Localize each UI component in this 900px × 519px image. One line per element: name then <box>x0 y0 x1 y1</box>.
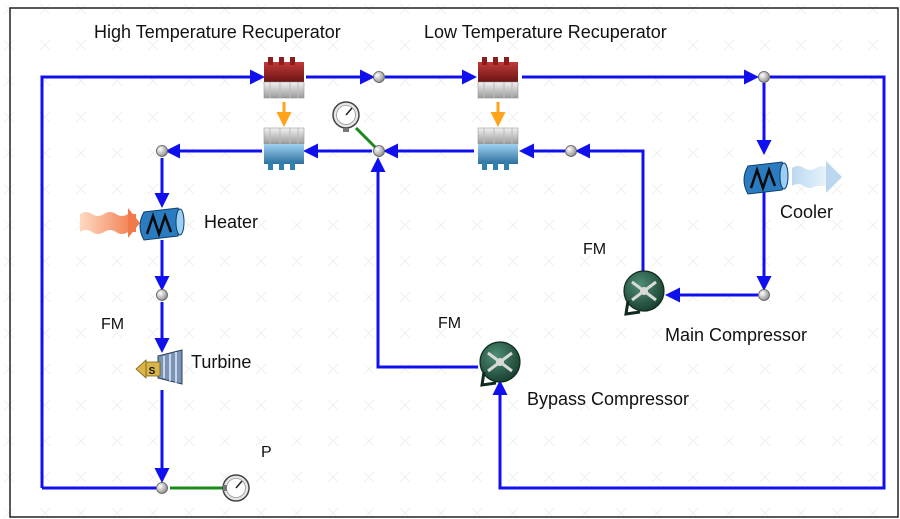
bypass-compressor[interactable] <box>479 341 521 387</box>
htr-label: High Temperature Recuperator <box>94 22 341 42</box>
stream-node[interactable] <box>373 71 385 83</box>
turbine-icon: S <box>135 349 183 385</box>
heater-coil-icon <box>139 207 185 241</box>
pipe-turbine-exhaust-to-htr <box>40 69 265 488</box>
flow-meter-label: FM <box>101 316 124 333</box>
flow-meter-label: FM <box>583 241 606 258</box>
heat-input-icon <box>80 208 140 238</box>
compressor-icon <box>623 270 665 316</box>
pressure-gauge-bottom[interactable] <box>222 474 250 502</box>
pressure-gauge-top[interactable] <box>332 101 360 132</box>
pressure-gauge-icon <box>332 101 360 132</box>
ltr-cold-side-icon <box>477 127 519 170</box>
compressor-icon <box>479 341 521 387</box>
pipe-network <box>40 69 886 490</box>
cooler-coil-icon <box>743 161 789 195</box>
cooler-label: Cooler <box>780 202 833 222</box>
main-compressor[interactable] <box>623 270 665 316</box>
pipe-bypass-to-mixer <box>370 157 478 369</box>
turbine[interactable]: S <box>135 349 183 385</box>
flow-meter-label: FM <box>438 315 461 332</box>
stream-node[interactable] <box>156 145 168 157</box>
main-compressor-label: Main Compressor <box>665 325 807 345</box>
splitter-node[interactable] <box>758 71 770 83</box>
ltr-label: Low Temperature Recuperator <box>424 22 667 42</box>
turbine-shaft-badge: S <box>149 366 156 377</box>
stream-node[interactable] <box>758 289 770 301</box>
mixer-node[interactable] <box>373 145 385 157</box>
heat-rejection-icon <box>792 161 842 193</box>
stream-node[interactable] <box>565 145 577 157</box>
pipe-main-compressor-up <box>575 143 645 272</box>
stream-node[interactable] <box>156 482 168 494</box>
stream-node[interactable] <box>156 289 168 301</box>
htr-cold-side-icon <box>263 127 305 170</box>
cooler[interactable] <box>743 161 842 195</box>
bypass-compressor-label: Bypass Compressor <box>527 389 689 409</box>
diagram-frame <box>9 7 899 518</box>
heater[interactable] <box>80 207 185 241</box>
high-temperature-recuperator[interactable] <box>263 57 305 170</box>
stream-nodes <box>156 71 770 494</box>
pipe-splitter-to-bypass <box>492 75 886 490</box>
pressure-label: P <box>261 444 272 461</box>
low-temperature-recuperator[interactable] <box>477 57 519 170</box>
turbine-label: Turbine <box>191 352 251 372</box>
htr-hot-side-icon <box>263 57 305 99</box>
pressure-gauge-icon <box>222 474 250 502</box>
pressure-signal-line-top <box>354 126 377 149</box>
ltr-hot-side-icon <box>477 57 519 99</box>
heater-label: Heater <box>204 212 258 232</box>
